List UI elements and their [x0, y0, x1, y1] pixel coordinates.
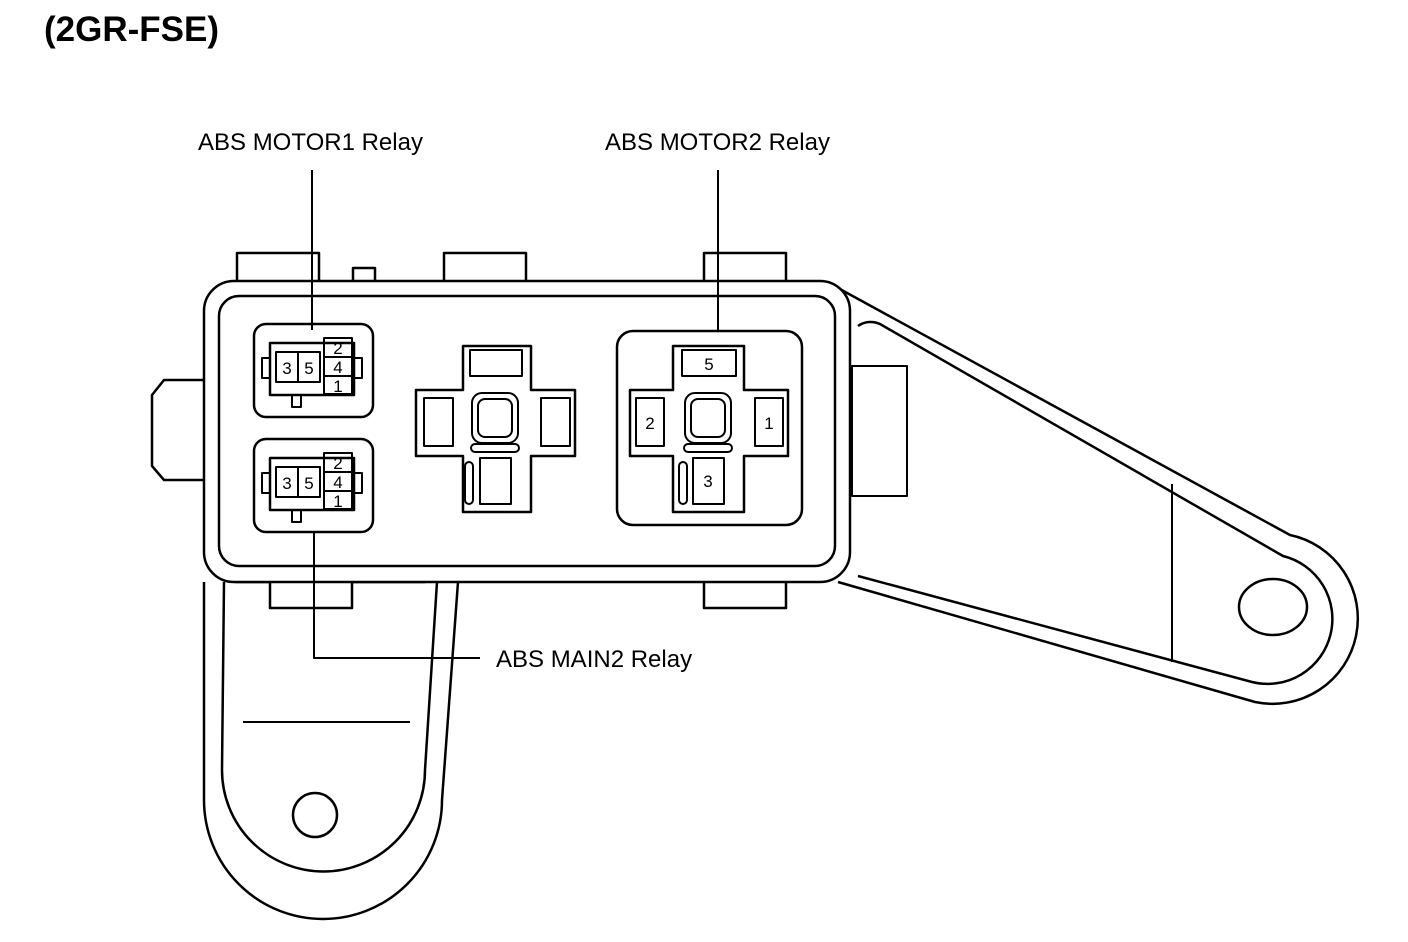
socket-abs-main2-relay: 3 5 2 4 1	[252, 437, 375, 534]
label-abs-main2-relay: ABS MAIN2 Relay	[496, 646, 693, 673]
terminal-label: 5	[304, 474, 313, 493]
bottom-mounting-bracket	[202, 579, 460, 921]
terminal-label: 3	[282, 359, 291, 378]
terminal-label: 4	[333, 473, 342, 492]
label-abs-motor1-relay: ABS MOTOR1 Relay	[198, 129, 423, 156]
leader-line-main2	[313, 532, 480, 659]
terminal-label: 2	[645, 414, 654, 433]
terminal-label: 2	[333, 454, 342, 473]
diagram-title: (2GR-FSE)	[44, 10, 219, 49]
bottom-tabs	[268, 578, 788, 610]
right-mounting-bracket	[837, 286, 1360, 706]
bottom-mount-hole	[291, 791, 339, 839]
terminal-label: 1	[333, 492, 342, 511]
terminal-label: 5	[304, 359, 313, 378]
socket-empty-large	[414, 344, 577, 514]
socket-abs-motor1-relay: 3 5 2 4 1	[252, 322, 375, 419]
terminal-label: 5	[704, 355, 713, 374]
socket-abs-motor2-relay: 5 2 1 3	[615, 329, 804, 527]
right-mount-hole	[1237, 577, 1309, 637]
terminal-label: 4	[333, 358, 342, 377]
terminal-label: 3	[282, 474, 291, 493]
terminal-label: 2	[333, 339, 342, 358]
relay-housing-inner	[217, 294, 837, 568]
relay-housing	[202, 279, 852, 584]
leader-lines	[311, 170, 719, 659]
label-abs-motor2-relay: ABS MOTOR2 Relay	[605, 129, 830, 156]
terminal-label: 3	[703, 472, 712, 491]
top-tabs	[235, 251, 788, 285]
terminal-label: 1	[333, 377, 342, 396]
left-tab	[150, 378, 205, 482]
terminal-label: 1	[764, 414, 773, 433]
